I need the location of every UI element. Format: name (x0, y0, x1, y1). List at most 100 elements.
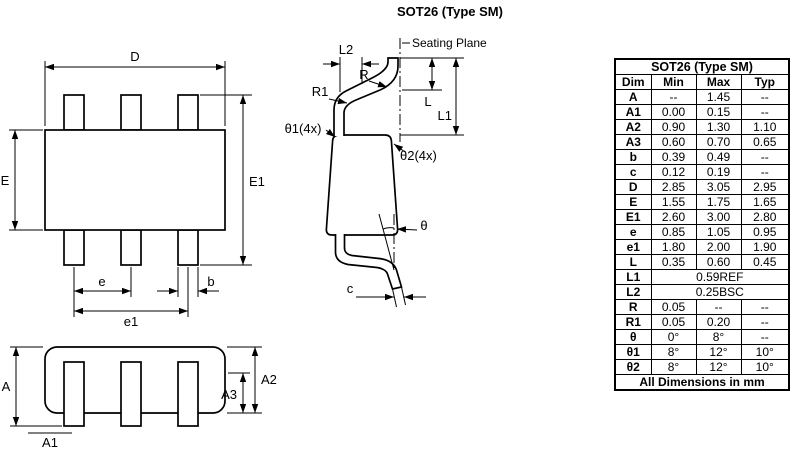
top-view: D E E1 e e1 (1, 49, 265, 329)
package-body-side-view (325, 134, 399, 236)
dim-cell: E1 (614, 209, 652, 225)
value-cell: 0.05 (650, 299, 697, 315)
value-cell: 0° (650, 329, 697, 345)
dim-cell: A (614, 89, 652, 105)
dim-label-c: c (347, 281, 354, 296)
dim-label-span: e1 (124, 314, 138, 329)
value-cell: 0.05 (650, 314, 697, 330)
value-cell: 1.80 (650, 239, 697, 255)
dim-cell: e (614, 224, 652, 240)
value-cell: 0.35 (650, 254, 697, 270)
value-cell: 0.20 (695, 314, 742, 330)
value-cell: 1.30 (695, 119, 742, 135)
value-cell: 3.05 (695, 179, 742, 195)
value-cell: 8° (650, 359, 697, 375)
dim-cell: A2 (614, 119, 652, 135)
dim-cell: L1 (614, 269, 652, 285)
pin-top-1 (63, 94, 85, 131)
value-cell: -- (740, 89, 790, 105)
value-cell: 2.95 (740, 179, 790, 195)
value-cell: 1.75 (695, 194, 742, 210)
page-title: SOT26 (Type SM) (397, 4, 503, 19)
value-cell: 0.00 (650, 104, 697, 120)
value-cell: 0.60 (650, 134, 697, 150)
dim-cell: c (614, 164, 652, 180)
package-views-drawing: D E E1 e e1 (1, 36, 487, 450)
dim-label-a3: A3 (221, 387, 237, 402)
table-footer-row: All Dimensions in mm (614, 374, 790, 391)
dim-label-a: A (2, 379, 11, 394)
dim-label-lead-width: b (207, 274, 214, 289)
value-cell: 0.59REF (650, 269, 790, 285)
value-cell: -- (740, 329, 790, 345)
dim-label-e-body: E (1, 173, 10, 188)
dim-label-a1: A1 (42, 435, 58, 450)
value-cell: -- (695, 299, 742, 315)
lead-top-side-view (333, 57, 399, 136)
dim-label-l1: L1 (438, 108, 452, 123)
value-cell: 0.65 (740, 134, 790, 150)
dim-cell: A3 (614, 134, 652, 150)
dim-label-theta1: θ1(4x) (285, 121, 322, 136)
dim-cell: L (614, 254, 652, 270)
value-cell: 1.90 (740, 239, 790, 255)
top-view-dimensions: D E E1 e e1 (1, 49, 265, 329)
value-cell: 0.60 (695, 254, 742, 270)
value-cell: 0.12 (650, 164, 697, 180)
dim-cell: θ2 (614, 359, 652, 375)
lead-bottom-side-view (334, 234, 403, 290)
dim-label-e1-overall: E1 (249, 174, 265, 189)
value-cell: 2.60 (650, 209, 697, 225)
value-cell: 0.90 (650, 119, 697, 135)
value-cell: 0.15 (695, 104, 742, 120)
table-title-row: SOT26 (Type SM) (614, 58, 790, 75)
dim-cell: D (614, 179, 652, 195)
value-cell: 0.39 (650, 149, 697, 165)
value-cell: -- (740, 149, 790, 165)
value-cell: 0.49 (695, 149, 742, 165)
value-cell: -- (740, 314, 790, 330)
table-row: A--1.45-- (614, 89, 790, 105)
col-header-typ: Typ (740, 74, 790, 90)
dim-label-l: L (424, 94, 431, 109)
pin-top-3 (177, 94, 199, 131)
col-header-min: Min (650, 74, 697, 90)
dim-cell: A1 (614, 104, 652, 120)
dim-cell: e1 (614, 239, 652, 255)
value-cell: 0.85 (650, 224, 697, 240)
value-cell: 0.19 (695, 164, 742, 180)
side-view: Seating Plane L2 R R1 θ1(4x) θ2(4x) (285, 36, 487, 308)
pin-top-2 (120, 94, 142, 131)
dimension-table: SOT26 (Type SM) Dim Min Max Typ A--1.45-… (614, 58, 790, 391)
value-cell: 0.95 (740, 224, 790, 240)
value-cell: 10° (740, 359, 790, 375)
side-view-dimensions: Seating Plane L2 R R1 θ1(4x) θ2(4x) (285, 36, 487, 308)
dim-label-a2: A2 (261, 372, 277, 387)
pin-bottom-1 (63, 229, 85, 266)
pin-front-3 (177, 361, 199, 427)
value-cell: -- (650, 89, 697, 105)
seating-plane-label: Seating Plane (412, 36, 487, 50)
pin-bottom-2 (120, 229, 142, 266)
value-cell: 2.80 (740, 209, 790, 225)
dim-label-d: D (130, 49, 139, 64)
pin-front-2 (120, 361, 142, 427)
table-title: SOT26 (Type SM) (614, 58, 790, 75)
dim-label-theta2: θ2(4x) (400, 148, 437, 163)
dim-cell: R1 (614, 314, 652, 330)
value-cell: 8° (650, 344, 697, 360)
table-footer-note: All Dimensions in mm (614, 374, 790, 391)
value-cell: 1.55 (650, 194, 697, 210)
value-cell: 0.25BSC (650, 284, 790, 300)
pin-front-1 (63, 361, 85, 427)
